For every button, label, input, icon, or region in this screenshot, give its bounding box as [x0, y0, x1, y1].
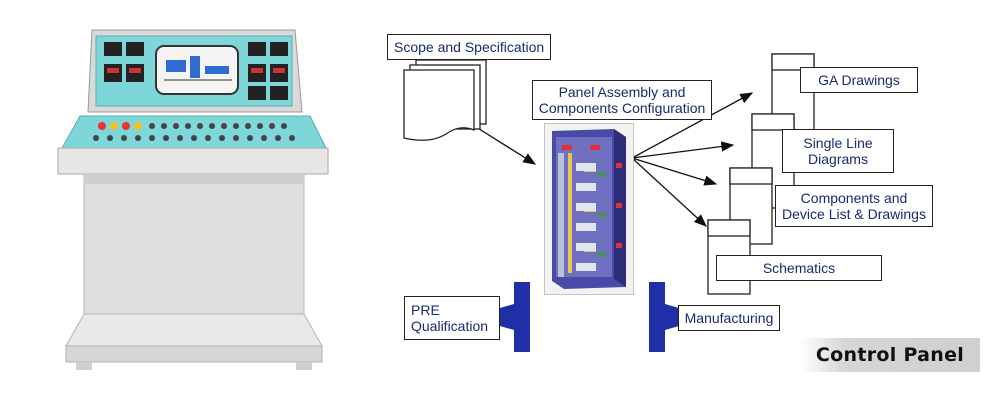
- manufacturing-box: Manufacturing: [678, 305, 780, 331]
- components-label-line1: Components and: [800, 190, 908, 206]
- assembly-label-line2: Components Configuration: [538, 100, 706, 116]
- badge-text: Control Panel: [815, 344, 965, 366]
- manufacturing-connector-icon: [649, 282, 679, 352]
- schematics-label: Schematics: [762, 260, 836, 276]
- components-label-line2: Device List & Drawings: [782, 206, 926, 222]
- single-line-diagrams-box: Single Line Diagrams: [782, 129, 894, 173]
- pre-qualification-connector-icon: [500, 282, 530, 352]
- ga-drawings-box: GA Drawings: [800, 67, 918, 93]
- manufacturing-label: Manufacturing: [684, 310, 774, 326]
- assembly-box: Panel Assembly and Components Configurat…: [532, 80, 712, 120]
- sld-label-line2: Diagrams: [808, 151, 868, 167]
- control-desk-image: [57, 29, 329, 370]
- drawing-sheets-stack: [707, 53, 815, 295]
- arrow-to-schematics: [631, 157, 707, 227]
- arrow-to-sld: [631, 141, 735, 159]
- components-box: Components and Device List & Drawings: [775, 185, 933, 227]
- pre-qualification-box: PRE Qualification: [404, 296, 500, 340]
- pre-label-line2: Qualification: [411, 318, 489, 334]
- schematics-box: Schematics: [716, 255, 882, 281]
- control-panel-badge: Control Panel: [800, 338, 980, 372]
- arrow-scope-to-assembly: [475, 126, 537, 165]
- sld-label-line1: Single Line: [803, 135, 873, 151]
- scope-box: Scope and Specification: [387, 34, 551, 60]
- arrow-to-ga: [631, 92, 754, 159]
- pre-label-line1: PRE: [411, 302, 440, 318]
- panel-assembly-image: [544, 123, 634, 295]
- assembly-label-line1: Panel Assembly and: [558, 84, 686, 100]
- document-stack-icon: [403, 59, 487, 141]
- scope-label: Scope and Specification: [394, 39, 545, 55]
- ga-label: GA Drawings: [818, 72, 900, 88]
- arrow-to-components: [631, 157, 718, 186]
